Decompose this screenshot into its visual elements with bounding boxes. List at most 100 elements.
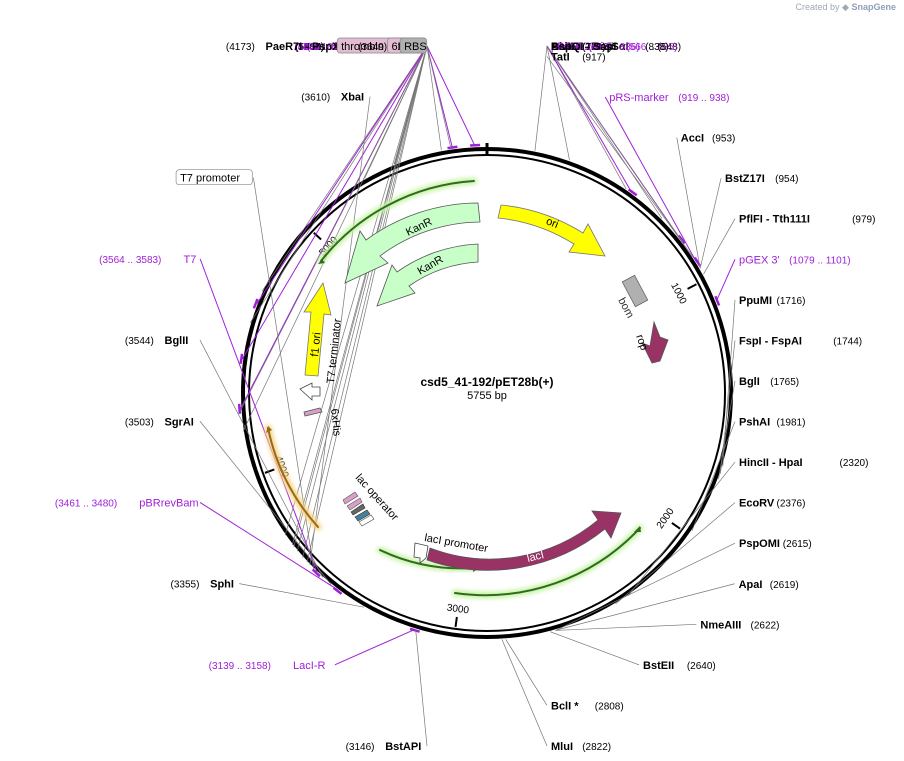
feature-label-t7-promoter-3590[interactable]: T7 promoter bbox=[175, 169, 253, 186]
leader-draiii-4580 bbox=[249, 45, 428, 324]
label-pos-fspi-fspai-1744: (1744) bbox=[833, 336, 862, 347]
label-pos-bsteii-2640: (2640) bbox=[687, 661, 716, 672]
label-name-pspomi-2615: PspOMI bbox=[739, 538, 780, 550]
leader-ahdi-3754 bbox=[284, 45, 428, 536]
leader-bsssi-bsss-i-548 bbox=[546, 45, 627, 190]
primer-mark-t7-3573 bbox=[311, 568, 321, 578]
site-label-ecorv-2376[interactable]: EcoRV(2376) bbox=[739, 498, 805, 510]
site-label-mlui-2822[interactable]: MluI(2822) bbox=[551, 741, 611, 753]
6xhis-c-label: 6xHis bbox=[328, 408, 343, 437]
site-label-ppumi-1716[interactable]: PpuMI(1716) bbox=[739, 295, 805, 307]
ori-label: ori bbox=[544, 215, 560, 231]
label-name-nmeaiii-2622: NmeAIII bbox=[700, 619, 741, 631]
site-label-pflfi-tth111i-979[interactable]: PflFI - Tth111I(979) bbox=[739, 214, 875, 226]
label-pos-hincii-hpai-2320: (2320) bbox=[840, 458, 869, 469]
site-label-pcii-721[interactable]: PciI(721) bbox=[551, 41, 606, 53]
site-label-bspqi-sapi-838[interactable]: BspQI - SapI(838) bbox=[551, 41, 669, 53]
leader-thrombin-site-3700 bbox=[293, 45, 428, 548]
leader-rbs-3625 bbox=[306, 45, 428, 563]
credit-prefix: Created by bbox=[795, 2, 840, 12]
primer-label-pgex-3-1090[interactable]: pGEX 3'(1079 .. 1101) bbox=[739, 254, 851, 266]
feature-label-rbs-3625[interactable]: RBS bbox=[399, 37, 428, 54]
rop-feature[interactable] bbox=[641, 320, 669, 364]
rop-label: rop bbox=[633, 333, 650, 352]
label-pos-bglii-3544: (3544) bbox=[125, 336, 154, 347]
site-label-sgrai-3503[interactable]: SgrAI(3503) bbox=[125, 416, 194, 428]
leader-bgli-1765 bbox=[718, 380, 736, 480]
label-pos-pcii-721: (721) bbox=[582, 42, 605, 53]
label-name-alwni-312: AlwNI bbox=[551, 41, 582, 53]
site-label-alwni-312[interactable]: AlwNI(312) bbox=[551, 41, 612, 53]
scale-tick-label-1000: 1000 bbox=[668, 281, 688, 306]
scale-tick-label-2000: 2000 bbox=[655, 506, 677, 531]
plasmid-name: csd5_41-192/pET28b(+) bbox=[420, 375, 553, 389]
site-label-hincii-hpai-2320[interactable]: HincII - HpaI (2320) bbox=[739, 457, 868, 469]
feature-chip-t7-promoter-3590 bbox=[175, 169, 253, 186]
site-label-fspi-fspai-1744[interactable]: FspI - FspAI (1744) bbox=[739, 335, 862, 347]
primer-mark-kan-r-5627 bbox=[447, 145, 458, 150]
t7-terminator-label: T7 terminator bbox=[325, 318, 344, 385]
label-name-sphi-3355: SphI bbox=[210, 579, 234, 591]
site-label-nmeaiii-2622[interactable]: NmeAIII(2622) bbox=[700, 619, 779, 631]
label-leaders bbox=[199, 45, 736, 747]
site-label-acui-179[interactable]: AcuI(179) bbox=[551, 41, 606, 53]
primer-label-pbr322ori-f-575[interactable]: pBR322ori-F(566 .. 585) bbox=[551, 41, 677, 53]
label-pos-xbai-3610: (3610) bbox=[301, 93, 330, 104]
site-label-bsssi-bsss-i-548[interactable]: BssSI - BssSαI(548) bbox=[551, 41, 681, 53]
primer-mark-pbrrevbam-3470 bbox=[332, 586, 343, 595]
label-name-bsssi-bsss-i-548: BssSI - BssSαI bbox=[551, 41, 629, 53]
plasmid-size: 5755 bp bbox=[467, 390, 507, 402]
leader-bsteii-2640 bbox=[550, 631, 640, 666]
primer-label-l4440-827[interactable]: L4440(819 .. 836) bbox=[551, 41, 640, 53]
laci-promoter-icon bbox=[413, 542, 429, 564]
label-pos-bstapi-3146: (3146) bbox=[346, 742, 375, 753]
lac-operator-cluster[interactable] bbox=[342, 491, 375, 527]
site-label-acci-953[interactable]: AccI(953) bbox=[681, 133, 736, 145]
laci-feature[interactable] bbox=[426, 510, 622, 571]
label-pos-f1ori-f-4654: (4644 .. 4665) bbox=[295, 42, 357, 53]
site-label-sphi-3355[interactable]: SphI(3355) bbox=[171, 579, 234, 591]
kanr-feature-2[interactable] bbox=[376, 243, 479, 307]
label-pos-f1ori-r-4443: (4434 .. 4453) bbox=[295, 42, 357, 53]
site-label-pspomi-2615[interactable]: PspOMI(2615) bbox=[739, 538, 812, 550]
bom-feature[interactable] bbox=[621, 274, 649, 308]
laci-label: lacI bbox=[526, 549, 546, 565]
6xhis-c-feature[interactable] bbox=[303, 407, 323, 417]
label-pos-pgex-3-1090: (1079 .. 1101) bbox=[789, 255, 851, 266]
kanr-feature-1[interactable] bbox=[344, 202, 481, 284]
scale-tick-4000 bbox=[264, 468, 275, 474]
primer-label-t7-3573[interactable]: T7(3564 .. 3583) bbox=[99, 254, 196, 266]
site-label-bgli-1765[interactable]: BglI(1765) bbox=[739, 376, 799, 388]
primer-label-laci-r-3148[interactable]: LacI-R(3139 .. 3158) bbox=[209, 660, 326, 672]
label-name-fspi-fspai-1744: FspI - FspAI bbox=[739, 335, 802, 347]
site-label-tati-917[interactable]: TatI(917) bbox=[551, 51, 606, 63]
label-name-acci-953: AccI bbox=[681, 133, 704, 145]
label-name-mlui-2822: MluI bbox=[551, 741, 573, 753]
site-label-pshai-1981[interactable]: PshAI(1981) bbox=[739, 417, 805, 429]
leader-tati-917 bbox=[546, 56, 696, 260]
site-label-xbai-3610[interactable]: XbaI(3610) bbox=[301, 92, 364, 104]
primer-label-pbrrevbam-3470[interactable]: pBRrevBam(3461 .. 3480) bbox=[55, 497, 199, 509]
leader-pcii-721 bbox=[546, 45, 663, 219]
outer-labels: AcuI(179)AlwNI(312)BssSI - BssSαI(548)pB… bbox=[55, 37, 875, 753]
site-label-bstz17i-954[interactable]: BstZ17I(954) bbox=[725, 173, 798, 185]
label-pos-laci-r-3148: (3139 .. 3158) bbox=[209, 661, 271, 672]
leader-bglii-3544 bbox=[199, 339, 324, 578]
label-pos-acui-179: (179) bbox=[582, 42, 605, 53]
site-label-bcli-2808[interactable]: BclI *(2808) bbox=[551, 700, 624, 712]
leader-acui-179 bbox=[534, 45, 548, 151]
label-name-bglii-3544: BglII bbox=[165, 335, 189, 347]
site-label-apai-2619[interactable]: ApaI(2619) bbox=[739, 579, 799, 591]
site-label-bstapi-3146[interactable]: BstAPI(3146) bbox=[346, 741, 422, 753]
ori-feature[interactable] bbox=[497, 204, 606, 257]
primer-label-prs-marker-928[interactable]: pRS-marker(919 .. 938) bbox=[609, 92, 729, 104]
label-pos-bspqi-sapi-838: (838) bbox=[645, 42, 668, 53]
leader-xbai-3610 bbox=[309, 96, 371, 566]
site-label-bglii-3544[interactable]: BglII (3544) bbox=[125, 335, 188, 347]
t7-terminator-icon bbox=[299, 382, 321, 401]
leader-sgrai-3503 bbox=[199, 421, 332, 585]
label-name-hincii-hpai-2320: HincII - HpaI bbox=[739, 457, 803, 469]
site-label-bsteii-2640[interactable]: BstEII(2640) bbox=[643, 660, 716, 672]
f1-ori-feature[interactable] bbox=[303, 282, 332, 377]
